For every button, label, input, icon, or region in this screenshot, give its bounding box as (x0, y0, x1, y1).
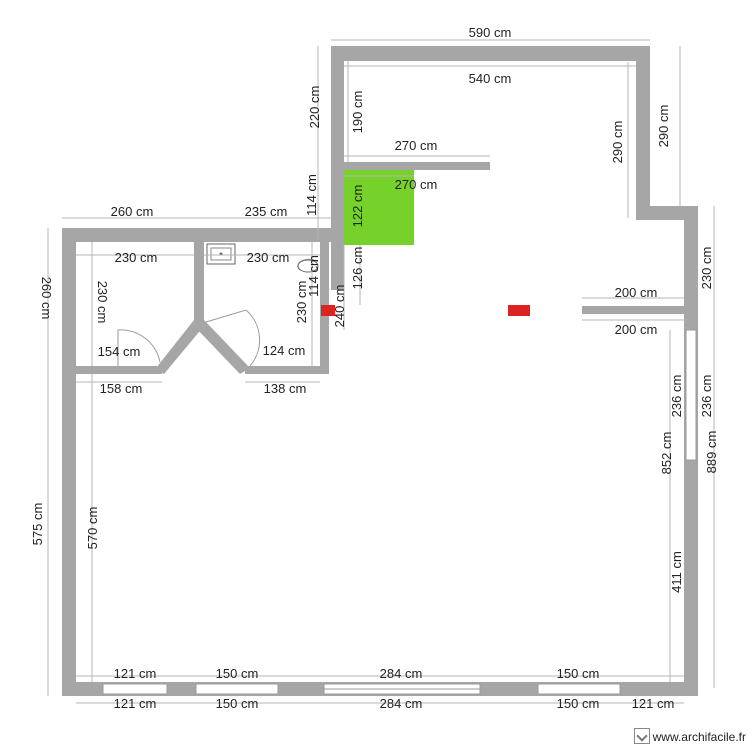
window-bottom-4 (537, 683, 621, 695)
window-right-1 (685, 329, 697, 461)
dim-window-4-bottom: 150 cm (557, 696, 600, 711)
marker-red-right (508, 305, 530, 316)
wall-bathroom-bottom-right (245, 366, 329, 374)
dim-window-2-top: 150 cm (216, 666, 259, 681)
wall-right-step (636, 206, 698, 220)
dim-126: 126 cm (350, 247, 365, 290)
dimension-labels: 590 cm 540 cm 220 cm 190 cm 290 cm 290 c… (30, 25, 719, 711)
dim-200-bottom: 200 cm (615, 322, 658, 337)
dim-window-4-top: 150 cm (557, 666, 600, 681)
dim-260-left: 260 cm (39, 277, 54, 320)
sink-icon (206, 243, 236, 265)
dim-411: 411 cm (669, 551, 684, 593)
dim-window-1-top: 121 cm (114, 666, 157, 681)
dim-zone-height: 122 cm (350, 185, 365, 228)
dim-158: 158 cm (100, 381, 143, 396)
window-bottom-1 (102, 683, 168, 695)
wall-vertical-upper-left (331, 46, 344, 290)
dim-top-inner: 540 cm (469, 71, 512, 86)
wall-right-stub (582, 306, 686, 314)
dim-230-room-left: 230 cm (115, 250, 158, 265)
dim-200-top: 200 cm (615, 285, 658, 300)
dim-236-inner: 236 cm (669, 375, 684, 418)
dim-114-right: 114 cm (306, 255, 321, 297)
dim-window-3-top: 284 cm (380, 666, 423, 681)
wall-diagonal-left (156, 320, 204, 374)
wall-bathroom-partition (194, 240, 204, 330)
dim-window-1-bottom: 121 cm (114, 696, 157, 711)
dim-230-room-right: 230 cm (247, 250, 290, 265)
wall-diagonal-right (194, 320, 250, 374)
dim-138: 138 cm (264, 381, 307, 396)
dim-shelf-top: 270 cm (395, 138, 438, 153)
dim-240: 240 cm (332, 285, 347, 328)
dim-230-right: 230 cm (699, 247, 714, 290)
highlight-zone (344, 170, 414, 245)
wall-top-main (331, 46, 650, 61)
dim-upper-left-outer: 220 cm (307, 86, 322, 129)
dim-shelf-bottom: 270 cm (395, 177, 438, 192)
dim-235-top: 235 cm (245, 204, 288, 219)
dim-230-vert-right: 230 cm (294, 281, 309, 324)
door-arc-center (205, 309, 261, 367)
dim-575: 575 cm (30, 503, 45, 546)
dim-852: 852 cm (659, 432, 674, 475)
dim-570: 570 cm (85, 507, 100, 550)
credit[interactable]: www.archifacile.fr (633, 728, 746, 744)
dim-window-3-bottom: 284 cm (380, 696, 423, 711)
dim-124: 124 cm (263, 343, 306, 358)
walls (62, 46, 698, 696)
dim-114-left: 114 cm (304, 174, 319, 216)
credit-text: www.archifacile.fr (652, 730, 746, 744)
washbasin-icon (297, 259, 319, 273)
dim-right-upper-inner: 290 cm (610, 121, 625, 164)
door-arc-left (117, 329, 161, 366)
wall-right-upper (636, 46, 650, 208)
dim-236-outer: 236 cm (699, 375, 714, 418)
wall-left-top (62, 228, 344, 242)
dim-889: 889 cm (704, 431, 719, 474)
archifacile-logo-icon (633, 728, 650, 744)
dim-upper-left-inner: 190 cm (350, 91, 365, 134)
dim-right-corner-bottom: 121 cm (632, 696, 675, 711)
dim-right-upper-outer: 290 cm (656, 105, 671, 148)
dim-154: 154 cm (98, 344, 141, 359)
marker-red-left (321, 305, 335, 316)
wall-bathroom-bottom-left (76, 366, 162, 374)
dim-top-outer: 590 cm (469, 25, 512, 40)
wall-left (62, 228, 76, 696)
dim-260-top: 260 cm (111, 204, 154, 219)
dimension-lines (47, 39, 715, 704)
dim-window-2-bottom: 150 cm (216, 696, 259, 711)
dim-230-vert-left: 230 cm (95, 281, 110, 324)
window-bottom-2 (195, 683, 279, 695)
windows (102, 329, 697, 695)
wall-inner-shelf (344, 162, 490, 170)
